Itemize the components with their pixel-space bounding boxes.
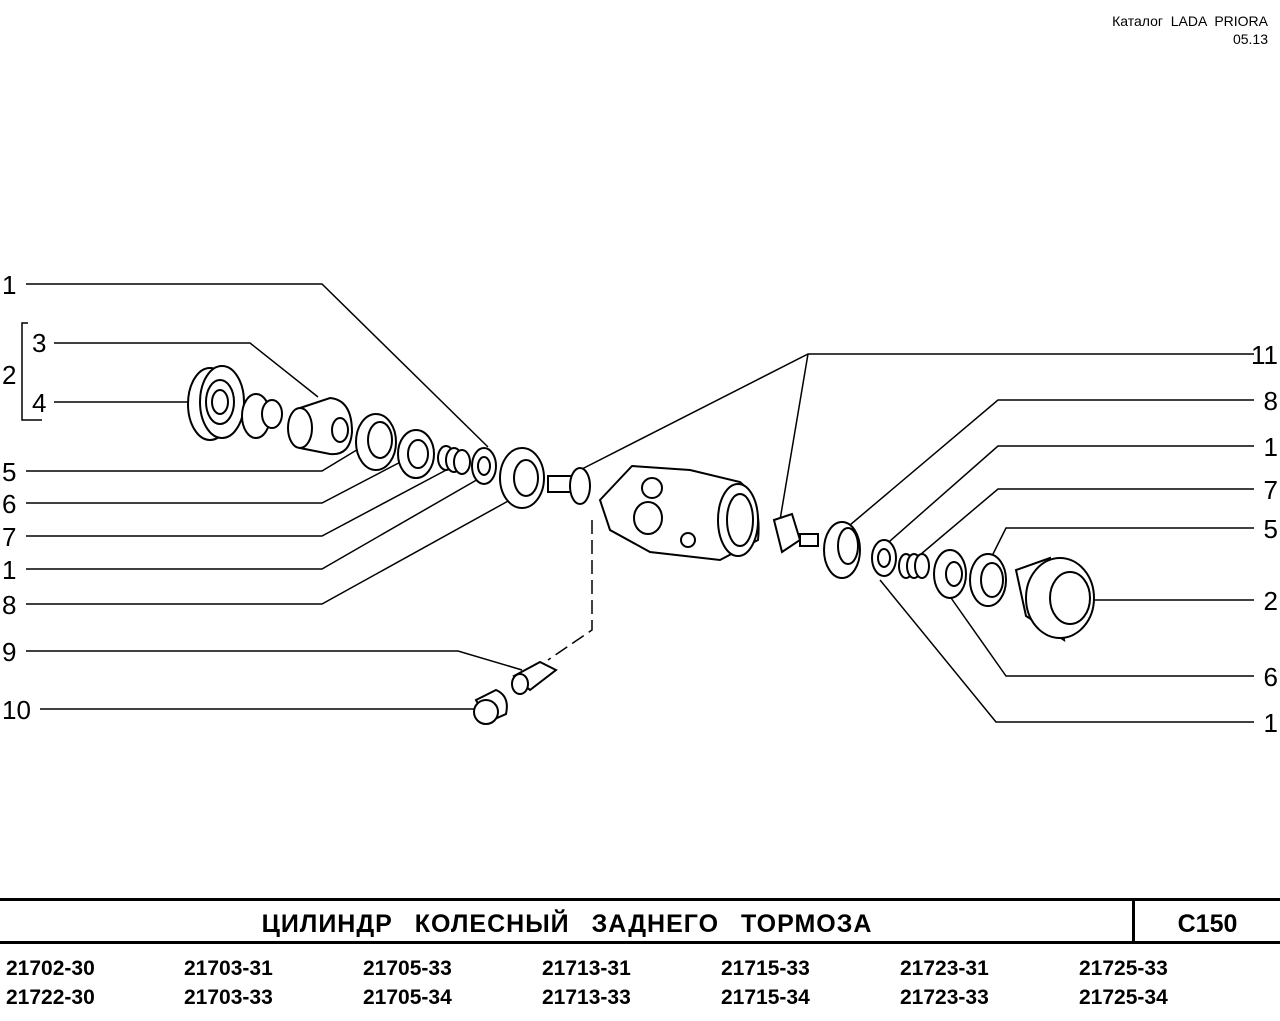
model-code: 21703-31 (184, 957, 273, 980)
stop-ring-right (823, 521, 861, 579)
title-bar: ЦИЛИНДР КОЛЕСНЫЙ ЗАДНЕГО ТОРМОЗА С150 (0, 898, 1280, 944)
page-title: ЦИЛИНДР КОЛЕСНЫЙ ЗАДНЕГО ТОРМОЗА (261, 910, 873, 938)
callout-left-4: 4 (32, 388, 46, 418)
page-code: С150 (1177, 910, 1238, 938)
leader-line (26, 467, 451, 537)
callout-left-3: 3 (32, 328, 46, 358)
spring-left (437, 445, 471, 475)
leader-line (881, 445, 1254, 549)
leader-line (26, 650, 523, 671)
callout-left-1: 1 (2, 270, 16, 300)
callout-right-7: 6 (1264, 662, 1278, 692)
callout-left-11: 10 (2, 695, 31, 725)
bleeder-valve (511, 660, 558, 695)
leader-line (54, 342, 319, 398)
dust-boot-left (187, 365, 245, 441)
leader-line (779, 353, 809, 521)
washer-right (871, 539, 897, 577)
callout-left-2: 2 (2, 360, 16, 390)
leader-line (26, 477, 481, 570)
leader-line (26, 499, 511, 605)
leader-line (26, 455, 413, 504)
callout-left-10: 9 (2, 637, 16, 667)
leader-line (879, 579, 1254, 723)
bleeder-axis (547, 520, 593, 661)
seal-ring-left (355, 413, 397, 471)
seal-ring-right (969, 553, 1007, 607)
cup-right (933, 549, 967, 599)
callout-right-5: 5 (1264, 514, 1278, 544)
leader-line (943, 587, 1254, 677)
spring-right (898, 553, 930, 579)
model-code: 21705-33 (363, 957, 452, 980)
callout-right-3: 1 (1264, 432, 1278, 462)
callout-left-7: 7 (2, 522, 16, 552)
callout-left-8: 1 (2, 555, 16, 585)
catalog-header: Каталог LADA PRIORA 05.13 (1112, 12, 1268, 48)
bolt-right (772, 512, 819, 554)
callout-left-5: 5 (2, 457, 16, 487)
model-code: 21703-33 (184, 986, 273, 1009)
model-code: 21715-33 (721, 957, 810, 980)
catalog-title: Каталог LADA PRIORA (1112, 13, 1268, 29)
title-divider (1132, 901, 1135, 941)
leader-line (989, 527, 1254, 561)
bleeder-cap (473, 688, 508, 725)
model-code: 21705-34 (363, 986, 452, 1009)
leader-line (913, 488, 1254, 561)
callout-left-9: 8 (2, 590, 16, 620)
callout-right-6: 2 (1264, 586, 1278, 616)
washer-left (471, 447, 497, 485)
catalog-date: 05.13 (1232, 31, 1268, 47)
model-code: 21715-34 (721, 986, 810, 1009)
cup-left (397, 429, 435, 479)
model-list: 21702-30 21703-31 21705-33 21713-31 2171… (0, 956, 1280, 1016)
leader-line (579, 353, 1254, 471)
leader-line (849, 399, 1254, 526)
leader-line (21, 322, 42, 421)
callout-left-6: 6 (2, 489, 16, 519)
piston-left (287, 396, 354, 456)
bolt-left (547, 467, 591, 505)
callout-right-8: 1 (1264, 708, 1278, 738)
cylinder-body (598, 464, 760, 562)
piston-cup-left (241, 393, 283, 439)
model-code: 21722-30 (6, 986, 95, 1009)
model-code: 21713-33 (542, 986, 631, 1009)
model-code: 21723-31 (900, 957, 989, 980)
exploded-diagram: 1 2 3 4 5 6 7 1 8 9 10 11 8 1 7 5 2 6 1 (2, 270, 1278, 738)
model-code: 21702-30 (6, 957, 95, 980)
leader-line (26, 283, 489, 448)
piston-dust-boot-right (1014, 556, 1095, 643)
callout-right-1: 11 (1251, 340, 1278, 370)
model-code: 21725-34 (1079, 986, 1168, 1009)
callout-right-4: 7 (1264, 475, 1278, 505)
model-code: 21713-31 (542, 957, 631, 980)
model-code: 21723-33 (900, 986, 989, 1009)
stop-ring-left (499, 447, 545, 509)
model-code: 21725-33 (1079, 957, 1168, 980)
leader-line (26, 447, 361, 472)
callout-right-2: 8 (1264, 386, 1278, 416)
